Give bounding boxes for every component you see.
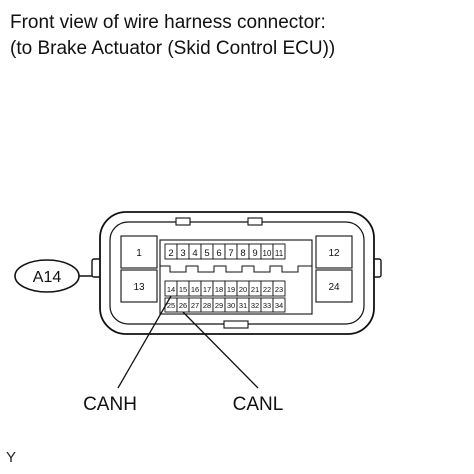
pin-5-label: 5: [204, 248, 209, 259]
canl-callout-label: CANL: [233, 394, 284, 415]
pin-22-label: 22: [263, 285, 271, 294]
pin-33-label: 33: [263, 301, 271, 310]
pin-row-1: 2 3 4 5 6 7 8 9 10 11: [164, 243, 286, 260]
pin-34-label: 34: [275, 301, 283, 310]
pin-19-label: 19: [227, 285, 235, 294]
pin-2-label: 2: [168, 248, 173, 259]
pin-row-3: 25 26 27 28 29 30 31 32 33 34: [164, 297, 286, 313]
pin-25-label: 25: [167, 301, 175, 310]
pin-12-box: [315, 235, 353, 269]
pin-9-label: 9: [252, 248, 257, 259]
pin-13-label: 13: [133, 282, 145, 293]
pin-21-label: 21: [251, 285, 259, 294]
pin-17-label: 17: [203, 285, 211, 294]
pin-10-label: 10: [263, 249, 272, 258]
pin-28-label: 28: [203, 301, 211, 310]
pin-14-label: 14: [167, 285, 175, 294]
pin-20-label: 20: [239, 285, 247, 294]
pin-7-label: 7: [228, 248, 233, 259]
pin-15-label: 15: [179, 285, 187, 294]
row-divider-ridge: [160, 265, 312, 273]
pin-34-box: [272, 297, 286, 313]
diagram-title: Front view of wire harness connector: (t…: [10, 10, 335, 62]
title-line-1: Front view of wire harness connector:: [10, 12, 326, 33]
pin-24-label: 24: [328, 282, 340, 293]
pin-23-box: [272, 280, 286, 297]
pin-11-box: [272, 243, 286, 260]
pin-4-label: 4: [192, 248, 197, 259]
connector-code-label: A14: [33, 269, 62, 286]
pin-1-label: 1: [136, 248, 142, 259]
connector-latch-top-right: [247, 217, 263, 226]
pin-8-label: 8: [240, 248, 245, 259]
title-line-2: (to Brake Actuator (Skid Control ECU)): [10, 38, 336, 59]
pin-18-label: 18: [215, 285, 223, 294]
large-pins: 1 13 12 24: [120, 235, 353, 303]
canh-callout-label: CANH: [83, 394, 137, 415]
pin-1-box: [120, 235, 158, 269]
pin-24-box: [315, 269, 353, 303]
pin-12-label: 12: [328, 248, 340, 259]
pin-32-label: 32: [251, 301, 259, 310]
connector-key-bottom: [223, 320, 249, 329]
connector-latch-top-left: [175, 217, 191, 226]
pin-13-box: [120, 269, 158, 303]
pin-3-label: 3: [180, 248, 185, 259]
canh-leader-line: [117, 295, 172, 389]
pin-30-label: 30: [227, 301, 235, 310]
pin-27-label: 27: [191, 301, 199, 310]
pin-6-label: 6: [216, 248, 221, 259]
pin-26-label: 26: [179, 301, 187, 310]
pin-23-label: 23: [275, 285, 283, 294]
pin-16-label: 16: [191, 285, 199, 294]
pin-29-label: 29: [215, 301, 223, 310]
pin-31-label: 31: [239, 301, 247, 310]
pin-row-2: 14 15 16 17 18 19 20 21 22 23: [164, 280, 286, 297]
pin-11-label: 11: [275, 249, 284, 258]
canl-leader-line: [182, 311, 259, 389]
figure-code: Y: [6, 449, 17, 466]
